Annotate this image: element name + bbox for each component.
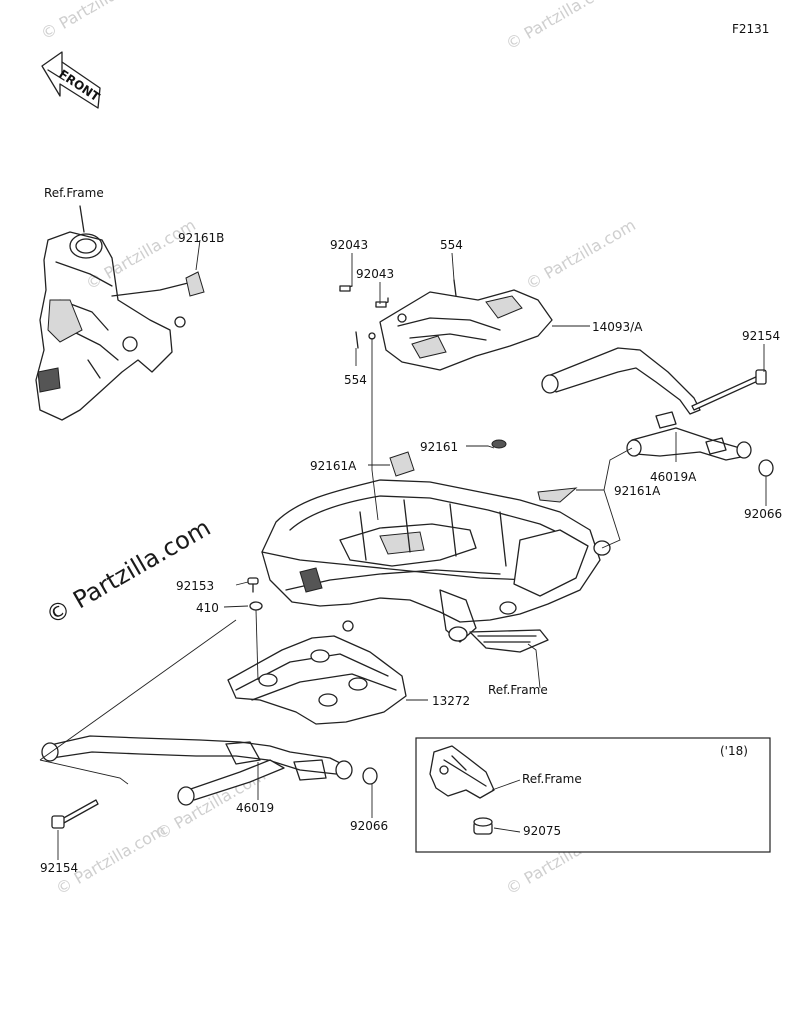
front-arrow-icon: FRONT: [41, 51, 103, 109]
label-92043-b: 92043: [356, 267, 394, 281]
bolt-head-92154-right: [755, 369, 767, 385]
watermark-text: © Partzilla.com: [38, 0, 154, 43]
label-13272: 13272: [432, 694, 470, 708]
label-ref-frame-mid: Ref.Frame: [488, 683, 548, 697]
figure-code: F2131: [732, 22, 769, 36]
grab-bar-46019: [41, 735, 353, 806]
watermark-text: © Partzilla.com: [523, 215, 639, 293]
bolt-92154-right: [691, 375, 761, 411]
watermark-text: © Partzilla.com: [503, 0, 619, 53]
fasteners-top: [339, 279, 457, 349]
decal-92161A-right: [537, 487, 578, 503]
rubber-92075: [473, 817, 493, 835]
label-92154-left: 92154: [40, 861, 78, 875]
washer-410: [249, 601, 263, 611]
label-554-a: 554: [440, 238, 463, 252]
label-ref-frame-top: Ref.Frame: [44, 186, 104, 200]
label-92161: 92161: [420, 440, 458, 454]
watermark-main: © Partzilla.com: [41, 513, 215, 630]
inset-ref-frame: Ref.Frame: [522, 772, 582, 786]
label-92161A-left: 92161A: [310, 459, 357, 473]
watermark-text: © Partzilla.com: [83, 215, 199, 293]
cap-92066-left: [362, 767, 378, 785]
label-410: 410: [196, 601, 219, 615]
inset-part-92075: 92075: [523, 824, 561, 838]
label-46019: 46019: [236, 801, 274, 815]
watermark-text: © Partzilla.com: [53, 820, 169, 898]
label-92161A-right: 92161A: [614, 484, 661, 498]
inset-year: ('18): [720, 744, 748, 758]
label-14093A: 14093/A: [592, 320, 643, 334]
bolt-92154-left: [59, 799, 99, 825]
label-92043-a: 92043: [330, 238, 368, 252]
decal-92161A-left: [389, 451, 415, 477]
cap-92066-right: [758, 459, 774, 477]
decal-92161: [491, 439, 507, 449]
bolt-head-92154-left: [51, 815, 65, 829]
leader-lines: [39, 239, 767, 860]
inset-bracket: [429, 745, 495, 799]
screw-92153: [247, 577, 259, 593]
label-92154-right: 92154: [742, 329, 780, 343]
label-46019A: 46019A: [650, 470, 697, 484]
label-554-b: 554: [344, 373, 367, 387]
inset-box: [415, 737, 771, 853]
carrier-plate-13272: [227, 635, 407, 725]
label-92066-left: 92066: [350, 819, 388, 833]
frame-head-sketch: [35, 205, 205, 421]
label-92153: 92153: [176, 579, 214, 593]
grab-bar-46019A: [541, 347, 752, 461]
seat-cover-14093A: [368, 289, 553, 371]
main-frame: [261, 479, 611, 653]
label-92161B: 92161B: [178, 231, 224, 245]
label-92066-right: 92066: [744, 507, 782, 521]
